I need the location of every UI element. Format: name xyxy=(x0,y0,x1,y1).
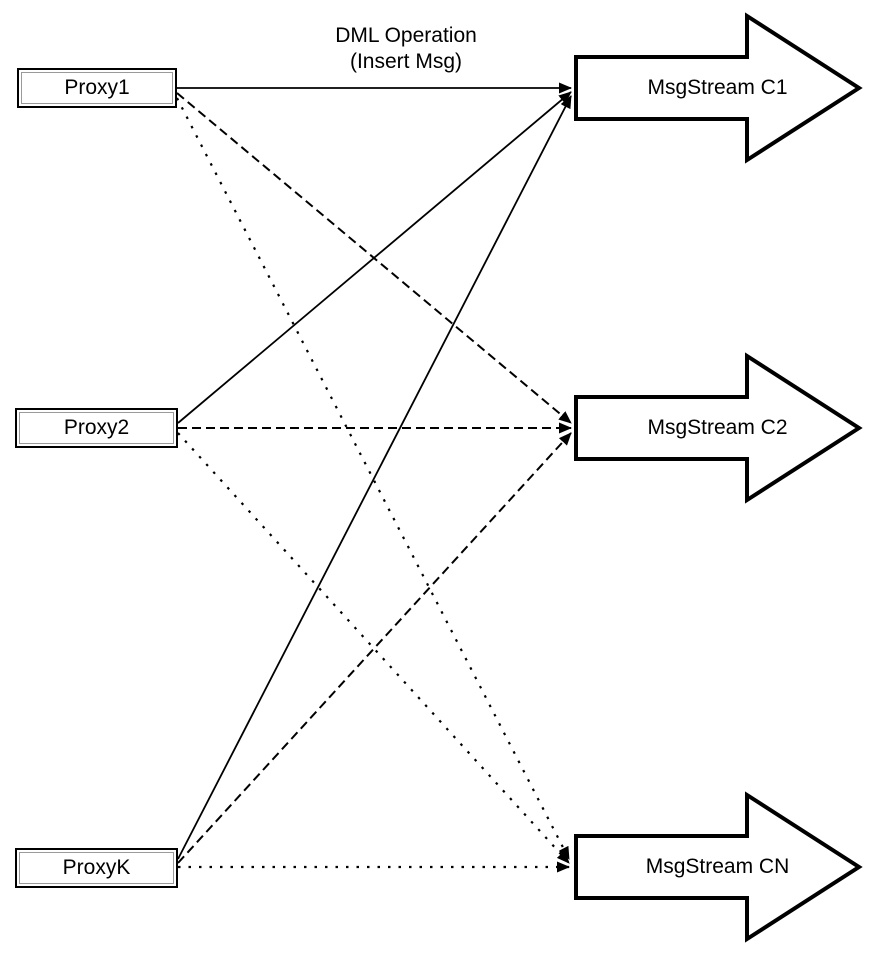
msgstream-arrow-c1 xyxy=(574,12,863,164)
proxy-node-proxy1: Proxy1 xyxy=(17,68,177,108)
proxy-label-proxy1: Proxy1 xyxy=(64,76,130,99)
edge-lines-group xyxy=(176,82,572,873)
msgstream-shapes-group xyxy=(574,12,863,943)
edge-annotation: DML Operation (Insert Msg) xyxy=(256,23,556,75)
proxy-node-proxy2: Proxy2 xyxy=(15,408,178,448)
annotation-line1: DML Operation xyxy=(335,24,477,47)
msgstream-arrow-cn xyxy=(574,791,863,943)
edge-proxyk-c2 xyxy=(177,432,572,864)
annotation-line2: (Insert Msg) xyxy=(349,50,462,73)
msgstream-arrow-c2 xyxy=(574,352,863,504)
edge-proxy2-cn xyxy=(177,432,570,864)
proxy-label-proxy2: Proxy2 xyxy=(63,416,130,439)
edge-proxyk-c1 xyxy=(177,95,572,860)
edge-proxy2-c1 xyxy=(177,91,572,424)
proxy-node-proxyk: ProxyK xyxy=(15,848,178,888)
proxy-label-proxyk: ProxyK xyxy=(62,856,131,879)
